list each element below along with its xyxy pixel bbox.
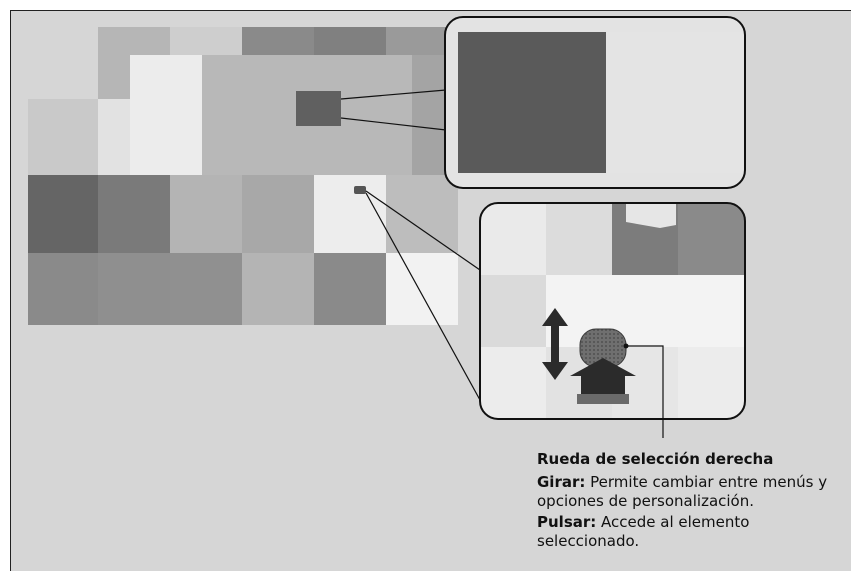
- bottom-zoom-callout: [479, 202, 746, 420]
- bottom-marker: [354, 186, 366, 194]
- top-zoom-callout: [444, 16, 746, 189]
- pixelated-steering-wheel: [28, 27, 458, 325]
- caption: Rueda de selección derecha Girar: Permit…: [537, 450, 847, 553]
- leader-lines: [340, 89, 481, 401]
- caption-item-press: Pulsar: Accede al elemento seleccionado.: [537, 513, 847, 551]
- up-down-arrow-icon: [542, 308, 568, 380]
- caption-leader-line: [626, 345, 664, 438]
- top-marker: [296, 91, 341, 126]
- selection-wheel-icon: [570, 328, 636, 404]
- caption-term-press: Pulsar:: [537, 513, 597, 531]
- caption-text-rotate: Permite cambiar entre menús y opciones d…: [537, 473, 828, 510]
- caption-text-press: Accede al elemento seleccionado.: [537, 513, 750, 550]
- caption-item-rotate: Girar: Permite cambiar entre menús y opc…: [537, 473, 847, 511]
- caption-term-rotate: Girar:: [537, 473, 586, 491]
- leader-dot: [623, 343, 629, 349]
- caption-title: Rueda de selección derecha: [537, 450, 774, 468]
